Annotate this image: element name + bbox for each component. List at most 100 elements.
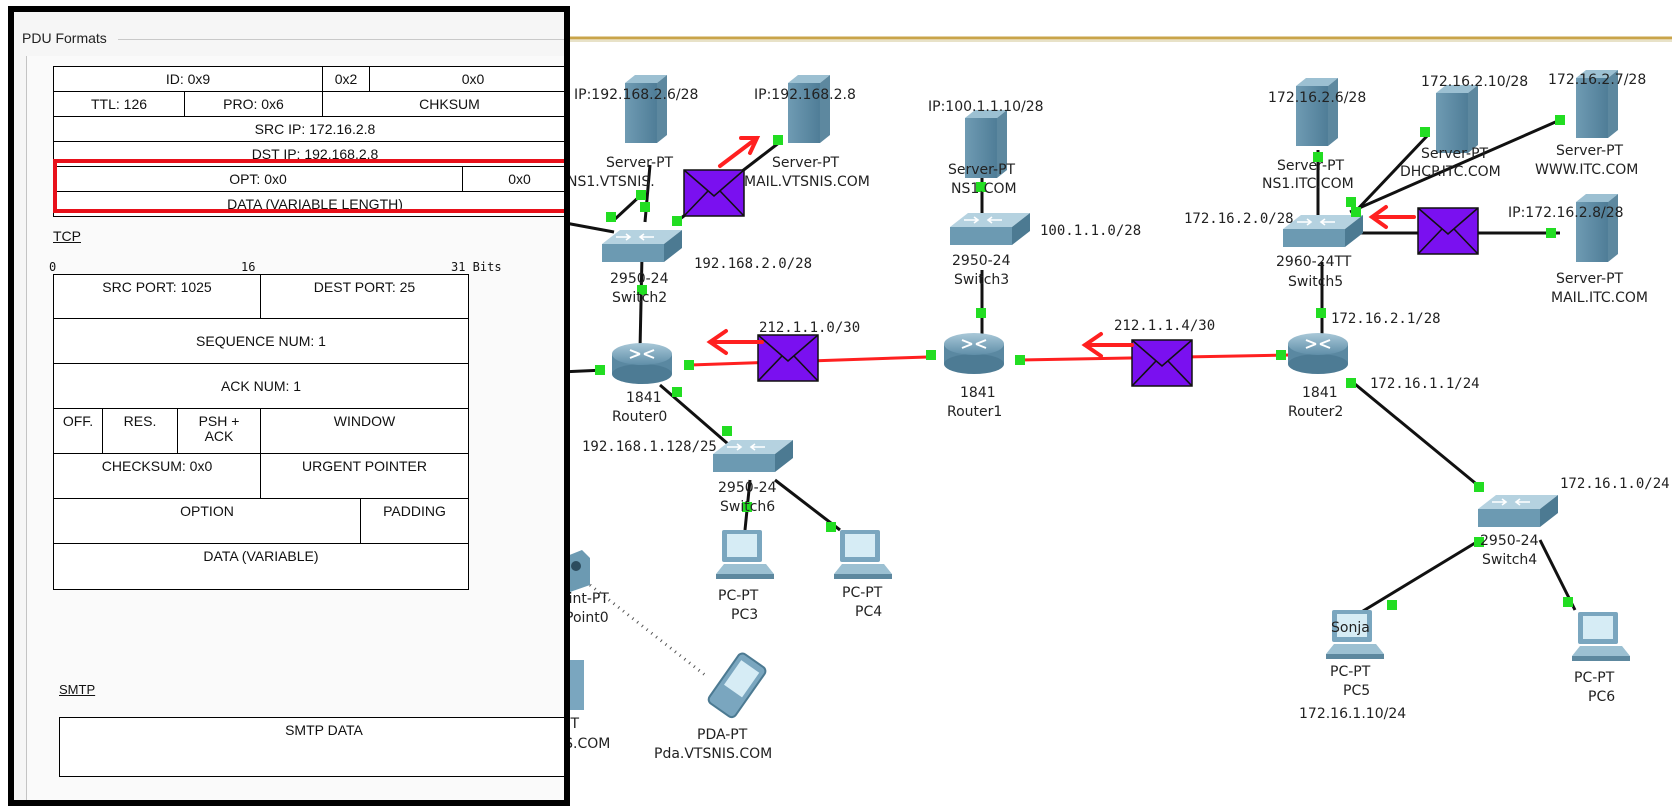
tcp-option-cell: OPTION xyxy=(53,498,361,544)
panel-title: PDU Formats xyxy=(22,30,107,46)
access-point-type: oint-PT xyxy=(560,591,609,607)
pc4-name: PC4 xyxy=(855,604,882,620)
switch6-name: Switch6 xyxy=(720,499,775,515)
tcp-seq-cell: SEQUENCE NUM: 1 xyxy=(53,318,469,364)
server-dhcp-itc-ip: 172.16.2.10/28 xyxy=(1421,74,1528,90)
switch3-model: 2950-24 xyxy=(952,253,1011,269)
server-ns1-vtsnis-name: NS1.VTSNIS. xyxy=(567,174,655,190)
switch5-name: Switch5 xyxy=(1288,274,1343,290)
ip-frag-cell: 0x0 xyxy=(369,66,564,92)
pc5-name: PC5 xyxy=(1343,683,1370,699)
server-dhcp-itc-icon[interactable] xyxy=(1436,85,1478,153)
router2-model: 1841 xyxy=(1302,385,1338,401)
tcp-bit-16: 16 xyxy=(241,260,256,274)
pc3-icon[interactable] xyxy=(716,530,774,579)
network-label: 172.16.2.1/28 xyxy=(1331,311,1441,327)
pc3-type: PC-PT xyxy=(718,588,759,604)
switch2-name: Switch2 xyxy=(612,290,667,306)
switch5-icon[interactable] xyxy=(1282,214,1364,248)
smtp-data-cell: SMTP DATA xyxy=(59,717,564,777)
server-ns1-vtsnis-type: Server-PT xyxy=(606,155,674,171)
switch6-icon[interactable] xyxy=(712,439,794,473)
ip-ttl-cell: TTL: 126 xyxy=(53,91,185,117)
tcp-flags-cell: PSH + ACK xyxy=(177,408,261,454)
pda-icon[interactable] xyxy=(707,652,768,720)
server-www-itc-type: Server-PT xyxy=(1556,143,1624,159)
direction-arrow-icon xyxy=(706,136,1416,358)
tcp-data-cell: DATA (VARIABLE) xyxy=(53,543,469,590)
server-mail-itc-type: Server-PT xyxy=(1556,271,1624,287)
tcp-urgent-cell: URGENT POINTER xyxy=(260,453,469,499)
pc4-icon[interactable] xyxy=(834,530,892,579)
router2-name: Router2 xyxy=(1288,404,1343,420)
network-label: 172.16.1.0/24 xyxy=(1560,476,1670,492)
tcp-offset-cell: OFF. xyxy=(53,408,103,454)
pc5-ip: 172.16.1.10/24 xyxy=(1299,706,1406,722)
pda-name: Pda.VTSNIS.COM xyxy=(654,746,772,762)
ip-opt-padding-cell: 0x0 xyxy=(462,166,564,192)
network-label: 100.1.1.0/28 xyxy=(1040,223,1141,239)
router0-name: Router0 xyxy=(612,409,667,425)
server-mail-vtsnis-icon[interactable] xyxy=(788,75,830,143)
server-dhcp-itc-type: Server-PT xyxy=(1421,146,1489,162)
network-label: 192.168.1.128/25 xyxy=(582,439,717,455)
switch3-icon[interactable] xyxy=(949,212,1031,246)
tcp-ack-cell: ACK NUM: 1 xyxy=(53,363,469,409)
router1-name: Router1 xyxy=(947,404,1002,420)
tcp-checksum-cell: CHECKSUM: 0x0 xyxy=(53,453,261,499)
switch2-model: 2950-24 xyxy=(610,271,669,287)
server-ns1-itc-icon[interactable] xyxy=(1296,78,1338,146)
ip-address-highlight xyxy=(53,159,564,213)
pc6-type: PC-PT xyxy=(1574,670,1615,686)
pdu-envelope-router1[interactable] xyxy=(1131,339,1193,387)
pc5-type: PC-PT xyxy=(1330,664,1371,680)
router2-icon[interactable] xyxy=(1287,332,1349,375)
switch3-name: Switch3 xyxy=(954,272,1009,288)
pdu-envelope-switch2[interactable] xyxy=(683,169,745,217)
tcp-src-port-cell: SRC PORT: 1025 xyxy=(53,274,261,319)
ip-checksum-cell: CHKSUM xyxy=(322,91,564,117)
pc5-screen-label: Sonja xyxy=(1331,620,1370,636)
pc3-name: PC3 xyxy=(731,607,758,623)
server-ns1-com-ip: IP:100.1.1.10/28 xyxy=(928,99,1044,115)
switch4-icon[interactable] xyxy=(1477,494,1559,528)
server-ns1-vtsnis-icon[interactable] xyxy=(625,75,667,143)
server-ns1-com-type: Server-PT xyxy=(948,162,1016,178)
switch2-icon[interactable] xyxy=(601,229,683,263)
router1-icon[interactable] xyxy=(943,332,1005,375)
ip-protocol-cell: PRO: 0x6 xyxy=(184,91,323,117)
tcp-reserved-cell: RES. xyxy=(102,408,178,454)
server-mail-vtsnis-type: Server-PT xyxy=(772,155,840,171)
tcp-dest-port-cell: DEST PORT: 25 xyxy=(260,274,469,319)
server-ns1-itc-ip: 172.16.2.6/28 xyxy=(1268,90,1366,106)
router0-model: 1841 xyxy=(626,390,662,406)
server-mail-vtsnis-name: MAIL.VTSNIS.COM xyxy=(744,174,870,190)
server-ns1-itc-type: Server-PT xyxy=(1277,158,1345,174)
network-label: 212.1.1.0/30 xyxy=(759,320,860,336)
port-indicators xyxy=(595,115,1573,610)
server-www-itc-name: WWW.ITC.COM xyxy=(1535,162,1638,178)
ip-src-cell: SRC IP: 172.16.2.8 xyxy=(53,116,564,142)
pc6-icon[interactable] xyxy=(1572,612,1630,661)
pdu-content: ID: 0x9 0x2 0x0 TTL: 126 PRO: 0x6 CHKSUM… xyxy=(26,56,564,800)
tcp-section-label[interactable]: TCP xyxy=(53,228,81,244)
router1-model: 1841 xyxy=(960,385,996,401)
pc6-name: PC6 xyxy=(1588,689,1615,705)
router0-icon[interactable] xyxy=(611,342,673,385)
tcp-bit-0: 0 xyxy=(49,260,57,274)
pdu-envelope-switch5[interactable] xyxy=(1417,207,1479,255)
pdu-formats-panel: PDU Formats ID: 0x9 0x2 0x0 TTL: 126 PRO… xyxy=(8,6,570,806)
network-label: 192.168.2.0/28 xyxy=(694,256,812,272)
title-divider xyxy=(118,39,564,40)
ip-flags-cell: 0x2 xyxy=(322,66,370,92)
pc4-type: PC-PT xyxy=(842,585,883,601)
network-label: 172.16.2.0/28 xyxy=(1184,211,1294,227)
server-www-itc-ip: 172.16.2.7/28 xyxy=(1548,72,1646,88)
pdu-envelope-router0[interactable] xyxy=(757,334,819,382)
partial-host-name: IS.COM xyxy=(560,736,610,752)
server-ns1-itc-name: NS1.ITC.COM xyxy=(1262,176,1354,192)
server-mail-itc-ip: IP:172.16.2.8/28 xyxy=(1508,205,1624,221)
smtp-section-label[interactable]: SMTP xyxy=(59,682,96,697)
server-dhcp-itc-name: DHCP.ITC.COM xyxy=(1400,164,1501,180)
network-label: 212.1.1.4/30 xyxy=(1114,318,1215,334)
